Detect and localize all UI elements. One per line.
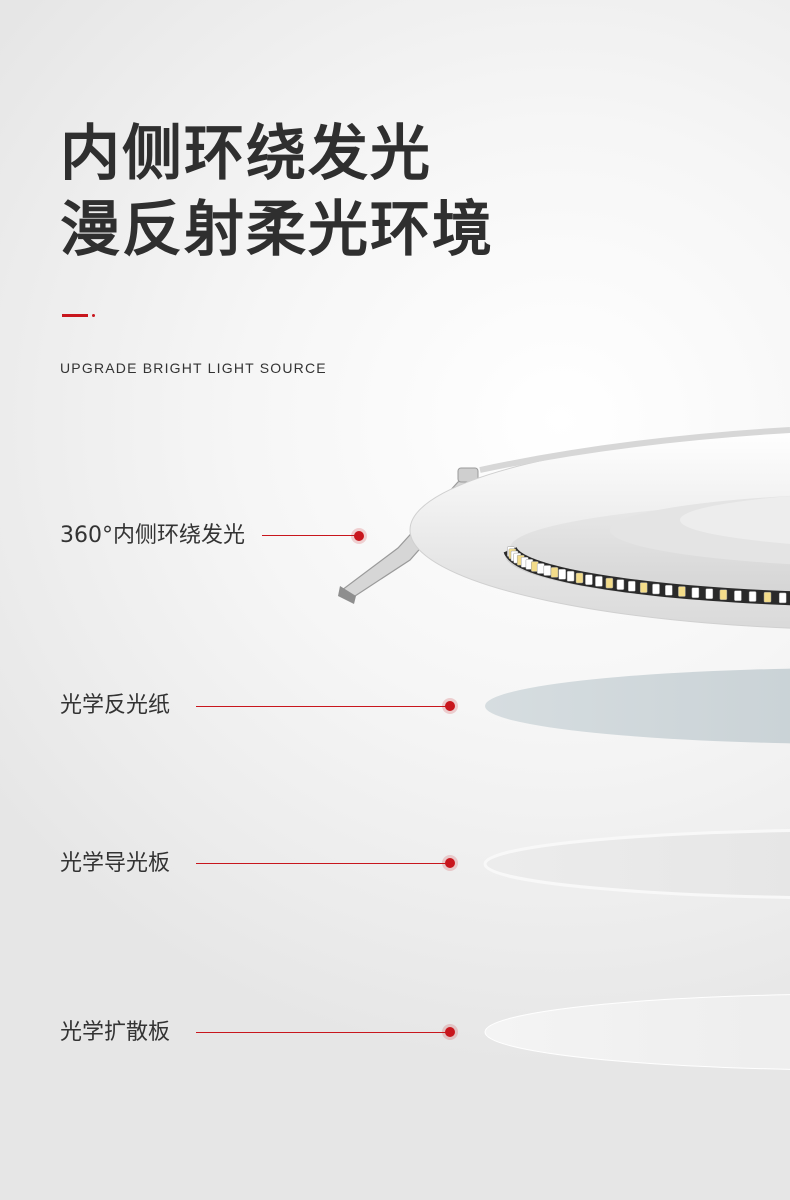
led-chip	[748, 591, 757, 602]
title-line-2: 漫反射柔光环境	[60, 195, 494, 265]
callout-label-led: 360°内侧环绕发光	[60, 523, 245, 548]
led-chip	[719, 589, 728, 600]
led-chip	[763, 591, 772, 603]
led-chip	[566, 570, 575, 582]
subtitle: UPGRADE BRIGHT LIGHT SOURCE	[60, 360, 327, 376]
led-chip	[691, 587, 700, 598]
led-strip	[503, 546, 790, 606]
led-chip	[639, 582, 648, 593]
led-chip	[575, 572, 584, 584]
led-chip	[652, 583, 660, 595]
accent-dot	[92, 314, 95, 317]
title-line-1: 内侧环绕发光	[60, 119, 432, 189]
led-chip	[536, 563, 545, 574]
callout-line-guide	[196, 863, 450, 864]
led-chip	[665, 585, 673, 596]
page-title: 内侧环绕发光 漫反射柔光环境	[60, 116, 494, 268]
callout-dot-led	[354, 531, 364, 541]
callout-label-guide: 光学导光板	[60, 851, 171, 876]
callout-label-diffuser: 光学扩散板	[60, 1020, 171, 1045]
reflector-paper-layer	[485, 668, 790, 744]
callout-dot-diffuser	[445, 1027, 455, 1037]
callout-dot-guide	[445, 858, 455, 868]
led-chip	[558, 569, 566, 580]
accent-bar	[62, 314, 88, 317]
callout-line-reflector	[196, 706, 450, 707]
led-chip	[705, 588, 714, 599]
led-chip	[550, 567, 559, 578]
led-chip	[628, 580, 636, 592]
callout-dot-reflector	[445, 701, 455, 711]
light-guide-plate-layer	[483, 829, 790, 899]
callout-label-reflector: 光学反光纸	[60, 693, 171, 718]
led-chip	[605, 577, 614, 589]
led-chip	[778, 592, 787, 604]
led-chip	[585, 574, 593, 585]
led-chip	[595, 576, 603, 587]
led-chip	[678, 586, 686, 597]
led-chip	[734, 590, 742, 601]
led-chip	[543, 565, 552, 576]
callout-line-led	[262, 535, 358, 536]
led-chip	[616, 579, 625, 590]
diffuser-plate-layer	[484, 994, 790, 1070]
callout-line-diffuser	[196, 1032, 450, 1033]
